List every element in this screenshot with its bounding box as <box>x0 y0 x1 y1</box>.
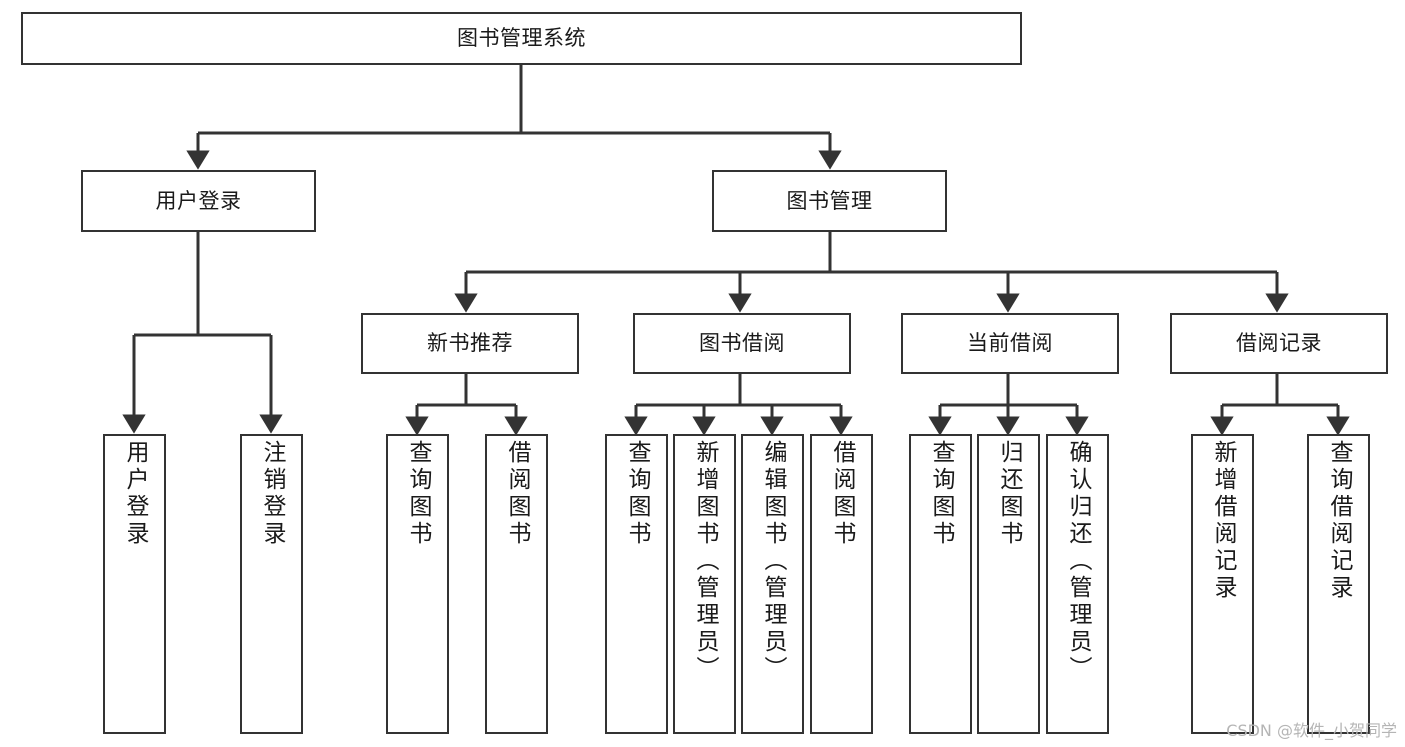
node-leaf-recommend-1[interactable]: 查询图书 <box>386 434 449 734</box>
node-new-book-recommend[interactable]: 新书推荐 <box>361 313 579 374</box>
node-root[interactable]: 图书管理系统 <box>21 12 1022 65</box>
node-leaf-borrow-4-label: 借阅图书 <box>829 440 855 548</box>
node-leaf-recommend-2-label: 借阅图书 <box>504 440 530 548</box>
node-leaf-current-3-label: 确认归还（管理员） <box>1065 440 1091 683</box>
node-leaf-user-login-2-label: 注销登录 <box>259 440 285 548</box>
node-leaf-current-1-label: 查询图书 <box>928 440 954 548</box>
node-leaf-records-1[interactable]: 新增借阅记录 <box>1191 434 1254 734</box>
node-leaf-user-login-1-label: 用户登录 <box>122 440 148 548</box>
node-book-borrow[interactable]: 图书借阅 <box>633 313 851 374</box>
node-current-borrow-label: 当前借阅 <box>967 331 1053 356</box>
node-leaf-borrow-1-label: 查询图书 <box>624 440 650 548</box>
watermark-text: CSDN @软件_小贺同学 <box>1226 721 1397 740</box>
node-leaf-borrow-4[interactable]: 借阅图书 <box>810 434 873 734</box>
node-book-manage[interactable]: 图书管理 <box>712 170 947 232</box>
node-leaf-borrow-3[interactable]: 编辑图书（管理员） <box>741 434 804 734</box>
node-book-manage-label: 图书管理 <box>786 188 873 213</box>
node-leaf-records-2[interactable]: 查询借阅记录 <box>1307 434 1370 734</box>
node-leaf-records-1-label: 新增借阅记录 <box>1210 440 1236 602</box>
node-leaf-records-2-label: 查询借阅记录 <box>1326 440 1352 602</box>
node-leaf-user-login-1[interactable]: 用户登录 <box>103 434 166 734</box>
node-book-borrow-label: 图书借阅 <box>699 331 785 356</box>
node-leaf-recommend-1-label: 查询图书 <box>405 440 431 548</box>
node-leaf-recommend-2[interactable]: 借阅图书 <box>485 434 548 734</box>
node-root-label: 图书管理系统 <box>457 26 586 51</box>
node-leaf-current-1[interactable]: 查询图书 <box>909 434 972 734</box>
node-leaf-current-2[interactable]: 归还图书 <box>977 434 1040 734</box>
node-borrow-records[interactable]: 借阅记录 <box>1170 313 1388 374</box>
node-current-borrow[interactable]: 当前借阅 <box>901 313 1119 374</box>
node-leaf-borrow-1[interactable]: 查询图书 <box>605 434 668 734</box>
node-user-login[interactable]: 用户登录 <box>81 170 316 232</box>
node-leaf-current-3[interactable]: 确认归还（管理员） <box>1046 434 1109 734</box>
node-user-login-label: 用户登录 <box>155 188 242 213</box>
node-leaf-current-2-label: 归还图书 <box>996 440 1022 548</box>
node-leaf-borrow-2[interactable]: 新增图书（管理员） <box>673 434 736 734</box>
node-leaf-borrow-2-label: 新增图书（管理员） <box>692 440 718 683</box>
node-leaf-user-login-2[interactable]: 注销登录 <box>240 434 303 734</box>
node-borrow-records-label: 借阅记录 <box>1236 331 1322 356</box>
node-leaf-borrow-3-label: 编辑图书（管理员） <box>760 440 786 683</box>
node-new-book-recommend-label: 新书推荐 <box>427 331 513 356</box>
